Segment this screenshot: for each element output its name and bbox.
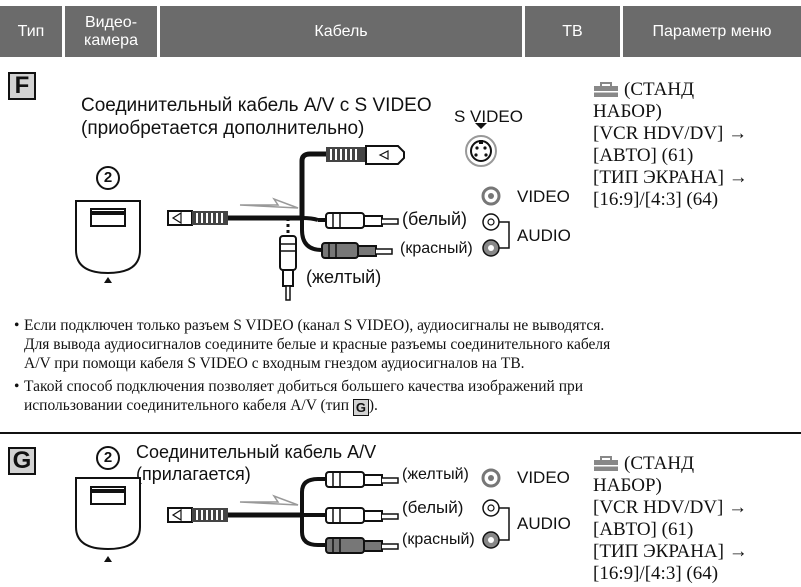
note-bullet-2: • Такой способ подключения позволяет доб…	[14, 377, 794, 416]
menu-line: (СТАНД	[624, 453, 695, 474]
header-tv: ТВ	[525, 6, 620, 57]
yellow-rca-plug-icon	[325, 471, 399, 488]
note-text: использовании соединительного кабеля A/V…	[24, 397, 350, 414]
section-f-label: F	[8, 72, 36, 100]
audio-bracket	[499, 507, 510, 541]
bullet-icon: •	[14, 378, 20, 395]
section-g-diagram	[75, 468, 510, 562]
bullet-icon: •	[14, 317, 20, 334]
section-f-step-number: 2	[96, 166, 120, 190]
section-f-cable-note: (приобретается дополнительно)	[81, 118, 365, 139]
section-f-white-label: (белый)	[402, 209, 468, 229]
header-cable: Кабель	[160, 6, 522, 57]
section-f-cable-name: Соединительный кабель A/V с S VIDEO	[81, 95, 432, 116]
section-f-red-label: (красный)	[400, 240, 473, 257]
section-g-audio-label: AUDIO	[517, 514, 571, 533]
section-g-red-label: (красный)	[402, 531, 475, 548]
note-line: Если подключен только разъем S VIDEO (ка…	[24, 317, 605, 334]
section-f-menu-params: (СТАНД НАБОР) [VCR HDV/DV] → [АВТО] (61)…	[593, 79, 748, 211]
menu-line: [16:9]/[4:3] (64)	[593, 189, 719, 210]
section-f-yellow-label: (желтый)	[306, 267, 382, 287]
white-rca-plug-icon	[318, 212, 399, 229]
camcorder-jack-icon	[75, 477, 141, 562]
svideo-jack-icon	[465, 123, 497, 167]
type-g-box: G	[352, 399, 369, 416]
note-line: использовании соединительного кабеля A/V…	[24, 396, 794, 416]
svideo-plug-icon	[326, 145, 405, 165]
section-f-svideo-label: S VIDEO	[454, 107, 523, 126]
menu-line: [ТИП ЭКРАНА] →	[593, 167, 748, 188]
table-header: Тип Видео- камера Кабель ТВ Параметр мен…	[0, 0, 801, 57]
hdv-plug-icon	[167, 210, 228, 226]
menu-line: НАБОР)	[593, 475, 662, 496]
menu-line: (СТАНД	[624, 79, 695, 100]
menu-line: [АВТО] (61)	[593, 519, 694, 540]
section-g-white-label: (белый)	[402, 498, 464, 517]
section-f-diagram	[75, 123, 510, 301]
note-line: Для вывода аудиосигналов соедините белые…	[24, 336, 611, 353]
section-g-video-label: VIDEO	[517, 468, 570, 487]
note-bullet-1: • Если подключен только разъем S VIDEO (…	[14, 316, 794, 373]
audio-bracket	[499, 221, 510, 249]
header-type: Тип	[0, 6, 62, 57]
menu-line: [АВТО] (61)	[593, 145, 694, 166]
header-menu-param: Параметр меню	[623, 6, 801, 57]
header-camcorder: Видео- камера	[65, 6, 157, 57]
section-g-cable-note: (прилагается)	[136, 464, 251, 484]
red-rca-plug-icon	[325, 537, 399, 554]
yellow-rca-plug-icon	[279, 235, 297, 301]
menu-line: НАБОР)	[593, 101, 662, 122]
note-line: Такой способ подключения позволяет добит…	[24, 378, 584, 395]
section-g-label: G	[8, 447, 36, 475]
direction-arrow-icon	[239, 197, 299, 209]
menu-line: [16:9]/[4:3] (64)	[593, 563, 719, 584]
toolbox-icon	[594, 82, 618, 97]
section-f-video-label: VIDEO	[517, 187, 570, 206]
hdv-plug-icon	[167, 507, 228, 523]
menu-line: [VCR HDV/DV] →	[593, 123, 748, 144]
audio-white-jack-icon	[482, 499, 500, 517]
section-g-step-number: 2	[96, 446, 120, 470]
note-text-end: ).	[368, 397, 378, 414]
section-g-menu-params: (СТАНД НАБОР) [VCR HDV/DV] → [АВТО] (61)…	[593, 453, 748, 585]
menu-line: [VCR HDV/DV] →	[593, 497, 748, 518]
menu-line: [ТИП ЭКРАНА] →	[593, 541, 748, 562]
video-jack-icon	[481, 186, 501, 206]
section-f-audio-label: AUDIO	[517, 226, 571, 245]
audio-red-jack-icon	[482, 239, 500, 257]
direction-arrow-icon	[239, 494, 299, 506]
camcorder-jack-icon	[75, 200, 141, 283]
audio-white-jack-icon	[482, 213, 500, 231]
section-g-cable-name: Соединительный кабель A/V	[136, 442, 377, 462]
white-rca-plug-icon	[325, 507, 399, 524]
toolbox-icon	[594, 456, 618, 471]
red-rca-plug-icon	[321, 242, 393, 259]
section-divider	[0, 432, 801, 434]
section-g-yellow-label: (желтый)	[402, 466, 469, 483]
video-jack-icon	[481, 468, 501, 488]
audio-red-jack-icon	[482, 531, 500, 549]
note-line: A/V при помощи кабеля S VIDEO с входным …	[24, 355, 525, 372]
